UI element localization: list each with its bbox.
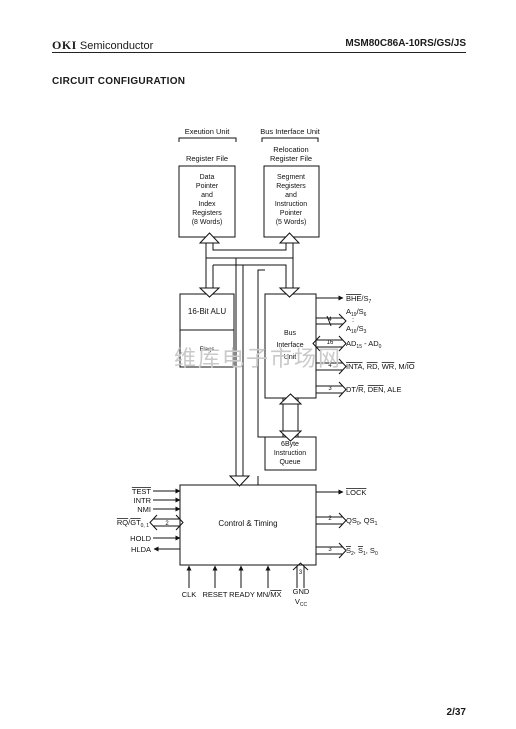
bus-width-dtr: 3 bbox=[328, 386, 332, 392]
arrow-down-control bbox=[228, 475, 251, 487]
relocation-label-2: Register File bbox=[270, 154, 312, 163]
seg-line-6: (5 Words) bbox=[276, 219, 307, 226]
register-file-label: Register File bbox=[186, 154, 228, 163]
bus-width-inta: 4 bbox=[328, 363, 332, 369]
biu-bracket bbox=[261, 137, 319, 142]
watermark: 维库电子市场网 bbox=[174, 347, 342, 372]
sig-nmi: NMI bbox=[137, 505, 151, 514]
sig-ad15-ad0: AD15 - AD0 bbox=[346, 339, 382, 350]
bus-width-s: 3 bbox=[328, 547, 332, 553]
sig-a19-s6: A19/S6 bbox=[346, 307, 367, 318]
sig-gnd: GND bbox=[293, 587, 310, 596]
queue-line-2: Instruction bbox=[274, 450, 306, 457]
seg-line-1: Segment bbox=[277, 174, 305, 181]
brand-suffix: Semiconductor bbox=[76, 40, 154, 52]
upper-bus-left-inner bbox=[212, 237, 287, 251]
queue-line-1: 6Byte bbox=[281, 441, 299, 448]
sig-intr: INTR bbox=[134, 496, 152, 505]
biu-label: Bus Interface Unit bbox=[260, 127, 321, 136]
flags-label: Flags bbox=[200, 347, 215, 353]
header-brand: OKI Semiconductor bbox=[52, 38, 153, 53]
sig-mnmx: MN/MX bbox=[257, 590, 282, 599]
sig-rqgt: RQ/GT0, 1 bbox=[117, 518, 149, 529]
page-number: 2/37 bbox=[446, 707, 466, 718]
sig-reset: RESET bbox=[202, 590, 227, 599]
bus-width-qs: 2 bbox=[328, 516, 332, 522]
dp-line-2: Pointer bbox=[196, 183, 219, 190]
seg-line-2: Registers bbox=[276, 183, 306, 190]
header-rule bbox=[52, 52, 466, 53]
sig-dtr-group: DT/R, DEN, ALE bbox=[346, 385, 401, 394]
seg-line-4: Instruction bbox=[275, 201, 307, 208]
eu-label: Exeution Unit bbox=[185, 127, 231, 136]
sig-test: TEST bbox=[132, 487, 152, 496]
queue-line-3: Queue bbox=[279, 459, 300, 466]
arrow-down-queue bbox=[278, 430, 303, 442]
queue-feedback bbox=[257, 269, 265, 438]
arrow-down-alu bbox=[198, 287, 221, 298]
dp-line-3: and bbox=[201, 192, 213, 199]
bus-width-ad: 16 bbox=[327, 340, 334, 346]
bus-width-rqgt: 2 bbox=[165, 521, 169, 527]
sig-a16-s3: A16/S3 bbox=[346, 324, 367, 335]
dp-line-6: (8 Words) bbox=[192, 219, 223, 226]
section-title: CIRCUIT CONFIGURATION bbox=[52, 76, 186, 87]
bus-width-gnd: 3 bbox=[299, 570, 303, 576]
relocation-label-1: Relocation bbox=[273, 145, 308, 154]
arrow-down-biu bbox=[278, 287, 301, 298]
arrow-up-regfile bbox=[198, 232, 221, 244]
biu-line-3: Unit bbox=[284, 354, 297, 361]
brand-logo: OKI bbox=[52, 38, 77, 52]
alu-label: 16-Bit ALU bbox=[188, 307, 226, 316]
sig-hold: HOLD bbox=[130, 534, 151, 543]
sig-qs-group: QS0, QS1 bbox=[346, 516, 378, 527]
part-number: MSM80C86A-10RS/GS/JS bbox=[345, 38, 466, 49]
sig-vcc: VCC bbox=[295, 597, 308, 608]
dp-line-1: Data bbox=[200, 174, 215, 181]
sig-bhe-s7: BHE/S7 bbox=[346, 294, 372, 305]
sig-lock: LOCK bbox=[346, 488, 366, 497]
sig-dots: : bbox=[352, 315, 354, 324]
sig-inta-group: INTA, RD, WR, M/IO bbox=[346, 362, 415, 371]
seg-line-5: Pointer bbox=[280, 210, 303, 217]
dp-line-4: Index bbox=[198, 201, 216, 208]
sig-s-group: S2, S1, S0 bbox=[346, 546, 378, 557]
biu-line-1: Bus bbox=[284, 330, 297, 337]
sig-hlda: HLDA bbox=[131, 545, 151, 554]
seg-line-3: and bbox=[285, 192, 297, 199]
sig-clk: CLK bbox=[182, 590, 197, 599]
eu-bracket bbox=[178, 137, 237, 142]
bus-to-control bbox=[235, 258, 244, 476]
arrow-up-biu bbox=[278, 393, 303, 405]
sig-ready: READY bbox=[229, 590, 255, 599]
bus-width-a: 4 bbox=[328, 317, 332, 323]
dp-line-5: Registers bbox=[192, 210, 222, 217]
upper-bus-left bbox=[205, 237, 294, 259]
biu-line-2: Interface bbox=[276, 342, 303, 349]
arrow-up-segment bbox=[278, 232, 301, 244]
control-timing-label: Control & Timing bbox=[218, 519, 277, 528]
